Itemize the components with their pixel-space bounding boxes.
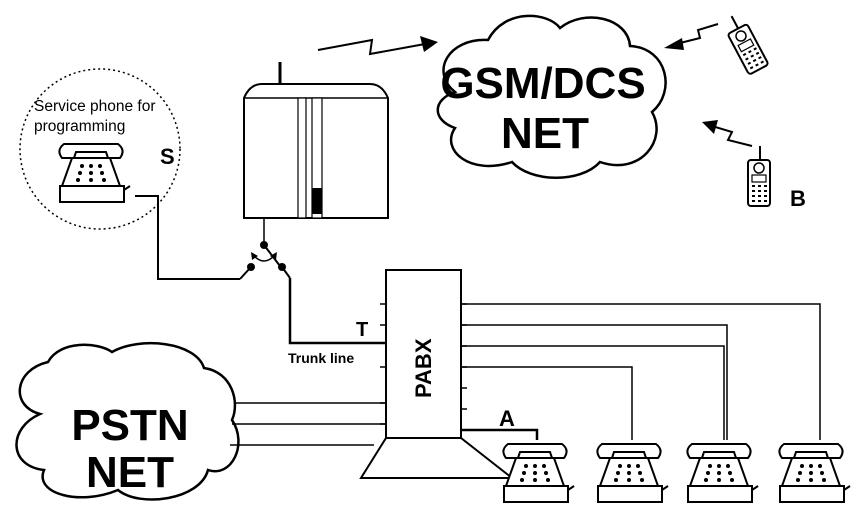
wireless-link-mobile-top — [675, 23, 719, 45]
pabx-unit — [359, 269, 515, 479]
wireless-arrow-mobile-top — [664, 38, 684, 50]
extension-wire-3 — [461, 345, 725, 440]
wireless-link-gateway-to-gsm — [317, 38, 426, 56]
trunk-line-wire — [288, 278, 386, 345]
wireless-arrow-mobile-b — [702, 120, 718, 134]
mobile-phone-b — [747, 145, 771, 207]
wireless-arrow-to-gsm — [420, 36, 438, 52]
phone-b-label: B — [790, 186, 806, 211]
phone-a-label: A — [499, 406, 515, 431]
trunk-line-label: Trunk line — [288, 350, 354, 366]
extension-wire-1 — [461, 303, 821, 440]
mobile-phone-top — [719, 10, 770, 76]
extension-wire-2 — [461, 324, 728, 440]
extension-phone-2 — [596, 443, 669, 503]
service-phone-label-line2: programming — [34, 118, 125, 135]
extension-wire-a — [461, 428, 539, 440]
extension-wire-4 — [461, 366, 633, 440]
service-phone-label-line1: Service phone for — [34, 98, 156, 115]
extension-phone-3 — [686, 443, 759, 503]
wireless-link-mobile-b — [711, 125, 753, 147]
extension-phone-4 — [778, 443, 851, 503]
gsm-gateway-unit — [243, 62, 389, 219]
gsm-net-cloud — [436, 14, 667, 179]
trunk-t-label: T — [356, 319, 368, 341]
phone-s-label: S — [160, 144, 175, 169]
pstn-net-label-line1: PSTN — [71, 401, 188, 450]
gsm-net-label-line1: GSM/DCS — [440, 59, 645, 108]
line-switch — [239, 218, 291, 280]
pstn-net-label-line2: NET — [86, 448, 174, 497]
pabx-label: PABX — [411, 338, 436, 398]
extension-phone-a — [502, 443, 575, 503]
service-phone-wire — [135, 195, 240, 280]
gsm-net-label-line2: NET — [501, 109, 589, 158]
service-phone-boundary — [19, 68, 181, 230]
service-phone — [58, 143, 131, 203]
